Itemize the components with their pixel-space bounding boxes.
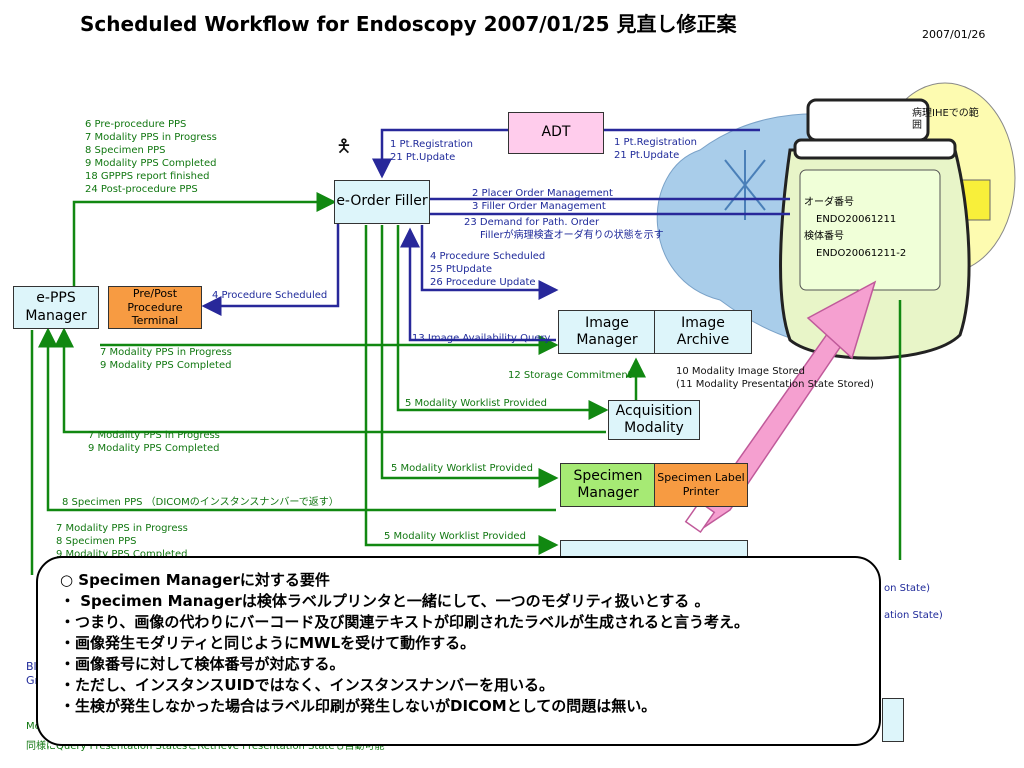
jar-label-text: オーダ番号 ENDO20061211 検体番号 ENDO20061211-2 bbox=[804, 194, 914, 262]
image-archive-box: Image Archive bbox=[654, 310, 752, 354]
label-left-frag-1: Bl bbox=[26, 660, 37, 673]
specimen-no-label: 検体番号 bbox=[804, 231, 844, 242]
prepost-terminal-box: Pre/Post Procedure Terminal bbox=[108, 286, 202, 329]
order-no-label: オーダ番号 bbox=[804, 197, 854, 208]
label-specimen-pps: 8 Specimen PPS （DICOMのインスタンスナンバーで返す） bbox=[62, 497, 339, 508]
specimen-label-printer-box: Specimen Label Printer bbox=[654, 463, 748, 507]
page-title: Scheduled Workflow for Endoscopy 2007/01… bbox=[80, 12, 737, 36]
bottom-right-box bbox=[882, 698, 904, 742]
arrow-pps-to-eorder bbox=[72, 192, 337, 288]
label-left-frag-2: Gr bbox=[26, 674, 40, 687]
person-icon: 🯅 bbox=[336, 136, 352, 157]
label-mpps-3: 7 Modality PPS in Progress 8 Specimen PP… bbox=[56, 523, 188, 560]
callout-line: ・ Specimen Managerは検体ラベルプリンタと一緒にして、一つのモダ… bbox=[60, 592, 710, 610]
arrow-specimen-pps bbox=[38, 327, 556, 512]
arrow-eorder-to-prepost bbox=[201, 218, 340, 316]
label-left-frag-3: Mo bbox=[26, 721, 41, 732]
arrow-modality-to-epps bbox=[54, 327, 606, 434]
adt-box: ADT bbox=[508, 112, 604, 154]
label-order-mgmt: 2 Placer Order Management 3 Filler Order… bbox=[472, 188, 613, 212]
label-storage: 10 Modality Image Stored (11 Modality Pr… bbox=[676, 366, 874, 390]
label-right-frag-2: ation State) bbox=[884, 610, 943, 621]
callout-heading: ○ Specimen Managerに対する要件 bbox=[60, 571, 330, 589]
label-mwl-2: 5 Modality Worklist Provided bbox=[391, 463, 533, 474]
label-storage-commit: 12 Storage Commitment bbox=[508, 370, 632, 381]
requirements-callout: ○ Specimen Managerに対する要件 ・ Specimen Mana… bbox=[36, 556, 881, 746]
callout-line: ・つまり、画像の代わりにバーコード及び関連テキストが印刷されたラベルが生成される… bbox=[60, 613, 749, 631]
label-proc-sched: 4 Procedure Scheduled 25 PtUpdate 26 Pro… bbox=[430, 251, 546, 288]
order-no-value: ENDO20061211 bbox=[816, 214, 897, 225]
callout-line: ・ただし、インスタンスUIDではなく、インスタンスナンバーを用いる。 bbox=[60, 676, 555, 694]
label-adt-left: 1 Pt.Registration 21 Pt.Update bbox=[390, 139, 473, 163]
label-proc-sched-left: 4 Procedure Scheduled bbox=[212, 290, 328, 301]
arrow-adt-to-eorder bbox=[372, 128, 508, 179]
label-adt-right: 1 Pt.Registration 21 Pt.Update bbox=[614, 137, 697, 161]
image-manager-box: Image Manager bbox=[558, 310, 656, 354]
acquisition-modality-box: Acquisition Modality bbox=[608, 400, 700, 440]
arrow-mwl-bottom bbox=[364, 225, 559, 555]
specimen-no-value: ENDO20061211-2 bbox=[816, 248, 907, 259]
arrow-img-query bbox=[400, 227, 556, 342]
slide-date: 2007/01/26 bbox=[922, 28, 986, 41]
label-path-order: 23 Demand for Path. Order Fillerが病理検査オーダ… bbox=[464, 217, 664, 241]
arrow-mwl-acq bbox=[396, 225, 609, 420]
arrow-mwl-specimen bbox=[380, 225, 559, 488]
label-mwl-3: 5 Modality Worklist Provided bbox=[384, 531, 526, 542]
epps-manager-box: e-PPS Manager bbox=[13, 286, 99, 329]
label-mpps-1: 7 Modality PPS in Progress 9 Modality PP… bbox=[100, 347, 232, 371]
label-bottom-frag: 同様にQuery Presentation StatesとRetrieve Pr… bbox=[26, 741, 385, 752]
arrow-proc-sched bbox=[420, 225, 559, 300]
label-mwl-1: 5 Modality Worklist Provided bbox=[405, 398, 547, 409]
eorder-filler-box: e-Order Filler bbox=[334, 180, 430, 224]
specimen-manager-box: Specimen Manager bbox=[560, 463, 656, 507]
label-pps-top: 6 Pre-procedure PPS 7 Modality PPS in Pr… bbox=[85, 119, 217, 195]
label-img-query: 13 Image Availability Query bbox=[412, 333, 551, 344]
note-scope: 病理IHEでの範囲 bbox=[912, 108, 979, 131]
callout-line: ・画像番号に対して検体番号が対応する。 bbox=[60, 655, 345, 673]
callout-line: ・生検が発生しなかった場合はラベル印刷が発生しないがDICOMとしての問題は無い… bbox=[60, 697, 657, 715]
callout-line: ・画像発生モダリティと同じようにMWLを受けて動作する。 bbox=[60, 634, 476, 652]
label-mpps-2: 7 Modality PPS in Progress 9 Modality PP… bbox=[88, 430, 220, 454]
label-right-frag-1: on State) bbox=[884, 583, 931, 594]
